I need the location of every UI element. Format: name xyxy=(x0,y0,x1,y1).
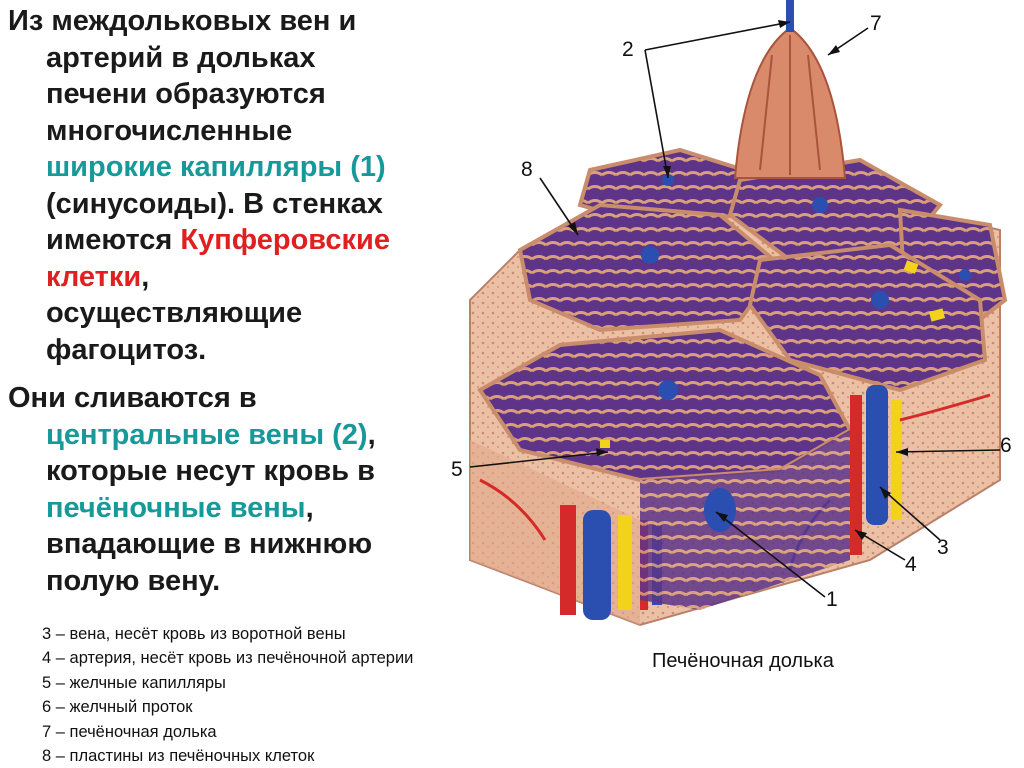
p1-term-cells: клетки xyxy=(46,260,142,293)
p1-term-kupffer: Купферовские xyxy=(180,224,390,256)
p1-line2: артерий в дольках xyxy=(46,41,316,74)
paragraph-2: Они сливаются в центральные вены (2), ко… xyxy=(8,380,496,599)
portal-vein xyxy=(583,510,611,620)
leader-arrowheads xyxy=(568,20,908,540)
legend-item-7: 7 – печёночная долька xyxy=(42,722,217,741)
diagram-caption: Печёночная долька xyxy=(652,650,834,672)
p2-term-hepatic-veins: печёночные вены xyxy=(46,491,306,524)
legend-item-4: 4 – артерия, несёт кровь из печёночной а… xyxy=(42,649,414,668)
label-5: 5 xyxy=(451,458,463,481)
p2-line5: впадающие в нижнюю xyxy=(46,528,373,560)
legend-item-5: 5 – желчные капилляры xyxy=(42,673,226,692)
lobules xyxy=(477,147,1008,483)
p2-line3: которые несут кровь в xyxy=(46,455,375,487)
p1-line4: многочисленные xyxy=(46,114,293,147)
legend-item-8: 8 – пластины из печёночных клеток xyxy=(42,747,315,766)
p1-line8: клетки, xyxy=(46,259,496,296)
bile-ducts-small xyxy=(600,260,946,448)
p1-line10: фагоцитоз. xyxy=(46,333,207,366)
right-artery xyxy=(850,395,862,555)
p2-term-central-veins: центральные вены (2) xyxy=(46,418,368,451)
p2-line6: полую вену. xyxy=(46,564,221,597)
p1-line7-text: имеются xyxy=(46,224,181,256)
p2-line4: печёночные вены, xyxy=(46,490,496,527)
p2-line2-comma: , xyxy=(367,418,376,451)
label-8: 8 xyxy=(521,158,533,181)
label-6: 6 xyxy=(1000,434,1012,457)
central-vein-2 xyxy=(812,197,828,213)
bile-duct-front xyxy=(618,515,632,610)
p1-line6: (синусоиды). В стенках xyxy=(46,187,383,220)
central-vein-5 xyxy=(658,380,678,400)
right-vein xyxy=(866,385,888,525)
p2-line4-comma: , xyxy=(305,491,314,524)
p2-line2: центральные вены (2), xyxy=(46,417,496,454)
p1-line8-comma: , xyxy=(141,260,150,293)
lobule-right xyxy=(747,242,988,393)
central-vein-3 xyxy=(641,246,659,264)
label-3: 3 xyxy=(937,536,949,559)
label-7: 7 xyxy=(870,12,882,35)
central-veins xyxy=(641,174,971,400)
label-4: 4 xyxy=(905,553,917,576)
central-vein-1 xyxy=(662,174,674,186)
label-1: 1 xyxy=(826,588,838,611)
lobule-dome xyxy=(733,0,847,179)
legend-item-3: 3 – вена, несёт кровь из воротной вены xyxy=(42,625,346,643)
p1-line9: осуществляющие xyxy=(46,297,303,329)
paragraph-1: Из междольковых вен и артерий в дольках … xyxy=(8,3,496,368)
hepatic-artery xyxy=(560,505,576,615)
central-vein-6 xyxy=(959,269,971,281)
leader-lines xyxy=(469,21,1001,598)
p1-term-wide-capillaries: широкие капилляры (1) xyxy=(46,151,386,183)
legend-item-6: 6 – желчный проток xyxy=(42,698,193,717)
p1-line1: Из междольковых вен и xyxy=(8,5,357,37)
p2-line1: Они сливаются в xyxy=(8,382,257,414)
label-2: 2 xyxy=(622,38,634,61)
p1-line7: имеются Купферовские xyxy=(46,222,496,259)
central-vein-4 xyxy=(871,291,889,309)
p1-line3: печени образуются xyxy=(46,78,326,110)
right-bile-duct xyxy=(892,400,902,520)
legend: 3 – вена, несёт кровь из воротной вены 4… xyxy=(42,622,413,768)
